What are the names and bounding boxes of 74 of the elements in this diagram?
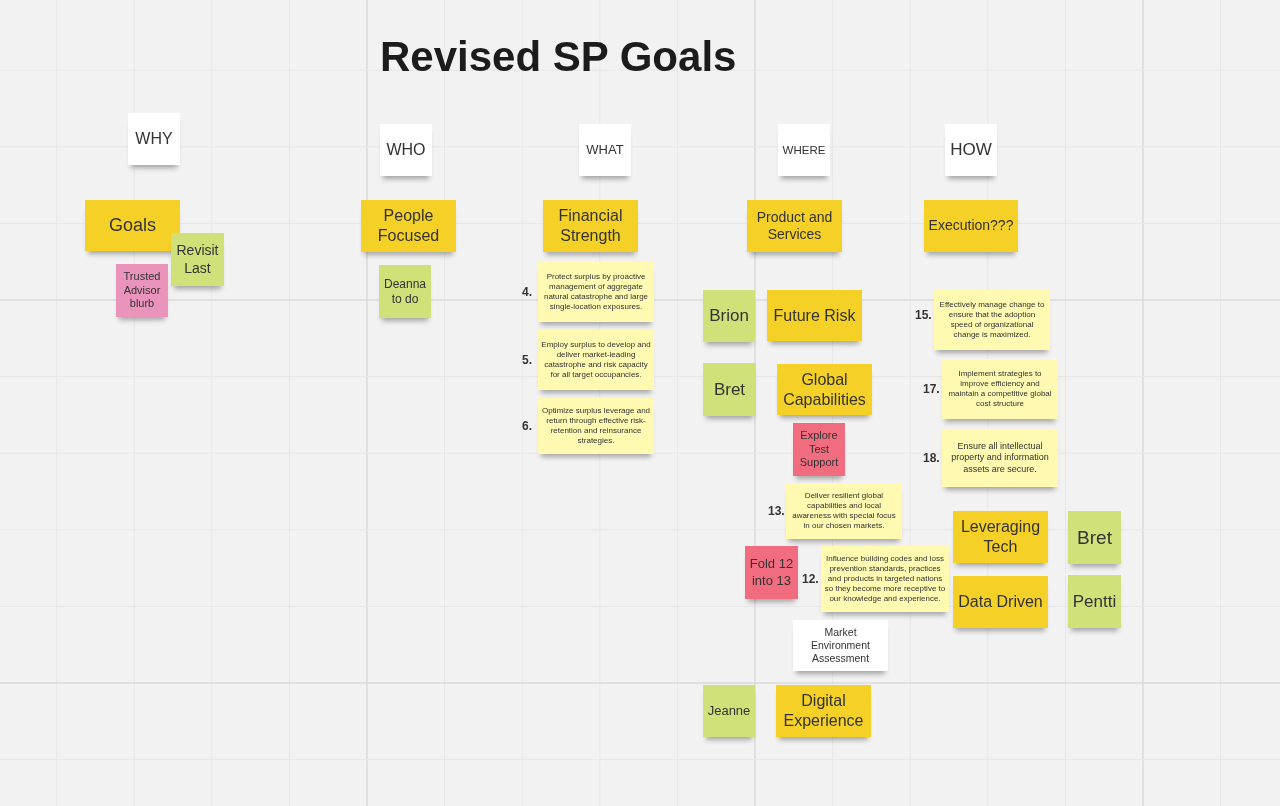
sticky-note	[786, 483, 902, 539]
sticky-note	[543, 200, 638, 252]
sticky-note	[379, 265, 431, 318]
note-text: Market Environment Assessment	[810, 625, 871, 666]
header-note	[778, 124, 830, 176]
sticky-note	[747, 200, 842, 252]
goal-text: Effectively manage change to ensure that the adoption speed of organizational change is maximized.	[938, 300, 1046, 340]
goal-number: 13.	[768, 505, 785, 517]
sticky-note	[116, 264, 168, 317]
note-text: HOW	[950, 139, 992, 161]
goal-text: Optimize surplus leverage and return through effective risk-retention and reinsurance strategies.	[541, 406, 651, 446]
sticky-note	[1068, 511, 1121, 564]
note-text: Trusted Advisor blurb	[122, 269, 162, 312]
goal-number: 15.	[915, 309, 932, 321]
header-note	[945, 124, 997, 176]
sticky-note	[1068, 575, 1121, 628]
sticky-note	[821, 546, 949, 612]
note-text: Product and Services	[755, 208, 834, 244]
note-text: Goals	[109, 214, 156, 237]
goal-number: 18.	[923, 452, 940, 464]
note-text: Global Capabilities	[782, 369, 867, 410]
note-text: Bret	[713, 378, 746, 401]
goal-text: Protect surplus by proactive management of aggregate natural catastrophe and large single-location exposures.	[542, 272, 650, 312]
goal-number: 5.	[522, 354, 532, 366]
note-text: Bret	[1077, 525, 1112, 550]
header-note	[128, 113, 180, 165]
note-text: WHO	[386, 140, 426, 160]
sticky-note	[942, 359, 1058, 419]
sticky-note	[703, 685, 755, 737]
sticky-note	[776, 685, 871, 737]
note-text: Digital Experience	[782, 691, 865, 731]
sticky-note	[924, 200, 1018, 252]
note-text: Brion	[709, 305, 749, 327]
sticky-note	[934, 290, 1050, 350]
goal-number: 12.	[802, 573, 819, 585]
sticky-note	[767, 290, 862, 341]
sticky-note	[538, 398, 654, 454]
goal-number: 17.	[923, 383, 940, 395]
goal-text: Deliver resilient global capabilities and local awareness with special focus in our chosen markets.	[791, 491, 897, 531]
goal-number: 4.	[522, 286, 532, 298]
note-text: Fold 12 into 13	[748, 556, 795, 589]
note-text: Jeanne	[707, 702, 751, 720]
note-text: Deanna to do	[382, 276, 427, 307]
note-text: Leveraging Tech	[959, 517, 1042, 557]
goal-text: Implement strategies to improve efficiency and maintain a competitive global cost structure	[947, 369, 1053, 409]
sticky-note	[793, 620, 888, 671]
sticky-note	[942, 429, 1058, 487]
note-text: Revisit Last	[175, 242, 220, 277]
sticky-note	[171, 233, 224, 286]
note-text: Pentti	[1072, 590, 1117, 613]
sticky-note	[703, 290, 755, 342]
goal-text: Ensure all intellectual property and information assets are secure.	[950, 441, 1050, 475]
note-text: Execution???	[928, 217, 1014, 235]
sticky-note	[538, 330, 654, 390]
note-text: Financial Strength	[557, 206, 624, 246]
note-text: Future Risk	[773, 305, 856, 326]
note-text: People Focused	[376, 206, 441, 246]
note-text: Data Driven	[958, 592, 1043, 612]
sticky-note	[953, 511, 1048, 563]
sticky-note	[745, 546, 798, 599]
header-note	[380, 124, 432, 176]
note-text: WHERE	[782, 142, 826, 158]
goal-number: 6.	[522, 420, 532, 432]
sticky-note	[361, 200, 456, 252]
sticky-note	[538, 262, 654, 322]
goal-text: Employ surplus to develop and deliver market-leading catastrophe and risk capacity for all target occupancies.	[541, 340, 651, 380]
note-text: WHY	[135, 129, 173, 149]
note-text: WHAT	[586, 141, 624, 159]
goal-text: Influence building codes and loss prevention standards, practices and products in targeted nations so they become more receptive to our knowledge and experience.	[824, 554, 946, 604]
sticky-note	[953, 576, 1048, 628]
note-text: Explore Test Support	[798, 428, 840, 471]
title: Revised SP Goals	[380, 34, 737, 81]
header-note	[579, 124, 631, 176]
sticky-note	[703, 363, 756, 416]
